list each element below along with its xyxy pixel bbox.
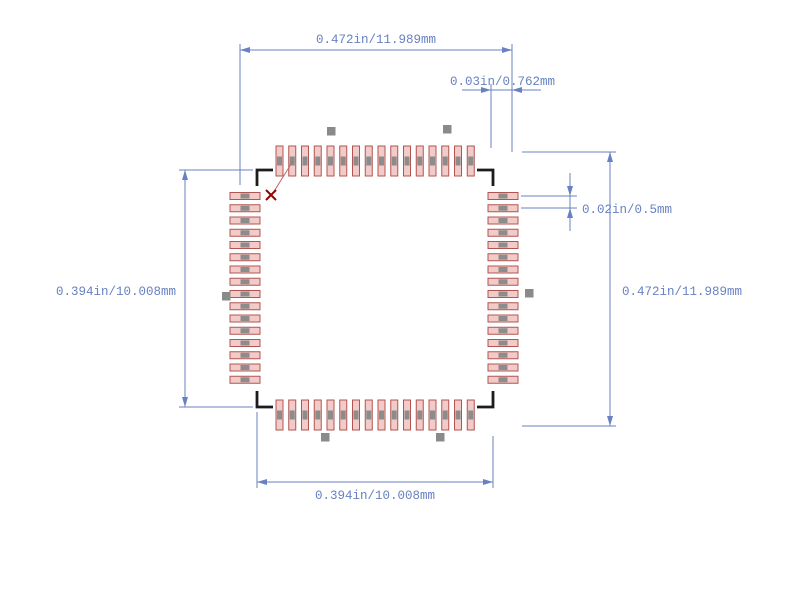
corner-bracket-bottom-right — [477, 391, 495, 409]
orientation-mark — [222, 292, 231, 301]
pad-center-mark — [498, 254, 508, 260]
pad-center-mark — [240, 303, 250, 309]
package-outline-corners — [255, 168, 495, 409]
pad-center-mark — [240, 352, 250, 358]
pad-center-mark — [353, 156, 359, 166]
orientation-mark — [436, 433, 445, 442]
pad-center-mark — [315, 156, 321, 166]
dimension-label-left-body: 0.394in/10.008mm — [56, 285, 176, 299]
pin1-leader-line — [272, 160, 294, 194]
pad-center-mark — [498, 230, 508, 236]
pad-center-mark — [340, 156, 346, 166]
dimension-left-body: 0.394in/10.008mm — [56, 169, 253, 408]
pad-center-mark — [498, 303, 508, 309]
pad-center-mark — [302, 156, 308, 166]
pad-center-mark — [240, 267, 250, 272]
pad-center-mark — [468, 156, 474, 166]
pad-center-mark — [240, 291, 250, 297]
corner-bracket-top-left — [255, 168, 273, 186]
pad-center-mark — [277, 410, 282, 420]
pad-center-mark — [289, 410, 295, 420]
corner-bracket-bottom-left — [255, 391, 273, 409]
pad-center-mark — [240, 328, 250, 334]
pad-center-mark — [240, 316, 250, 321]
pad-center-mark — [240, 254, 250, 260]
pad-center-mark — [498, 205, 508, 211]
dimension-label-top-span: 0.472in/11.989mm — [316, 33, 436, 47]
pad-center-mark — [498, 267, 508, 272]
pad-center-mark — [468, 410, 474, 420]
pad-center-mark — [277, 156, 282, 166]
dimension-label-bottom-body: 0.394in/10.008mm — [315, 489, 435, 503]
pad-arrays — [229, 145, 519, 431]
orientation-mark — [327, 127, 336, 136]
dimension-pad-to-edge: 0.03in/0.762mm — [450, 75, 555, 148]
pad-center-mark — [353, 410, 359, 420]
pad-center-mark — [240, 279, 250, 285]
pad-center-mark — [404, 156, 410, 166]
pad-center-mark — [391, 156, 397, 166]
pin1-marker-x-icon — [265, 189, 277, 201]
pad-center-mark — [240, 218, 250, 223]
pad-center-mark — [240, 205, 250, 211]
pad-center-mark — [430, 410, 435, 420]
pad-center-mark — [498, 328, 508, 334]
pad-center-mark — [240, 193, 250, 199]
pad-center-mark — [240, 365, 250, 370]
pad-center-mark — [455, 410, 461, 420]
orientation-mark — [525, 289, 534, 298]
orientation-mark — [321, 433, 330, 442]
pad-center-mark — [455, 156, 461, 166]
pad-center-mark — [442, 156, 448, 166]
pad-center-mark — [340, 410, 346, 420]
pad-center-mark — [417, 410, 423, 420]
pad-center-mark — [498, 279, 508, 285]
pad-center-mark — [379, 410, 384, 420]
dimension-label-pad-to-edge: 0.03in/0.762mm — [450, 75, 555, 89]
pad-center-mark — [289, 156, 295, 166]
pad-center-mark — [240, 242, 250, 248]
pad-center-mark — [498, 291, 508, 297]
pad-center-mark — [417, 156, 423, 166]
pad-center-mark — [366, 156, 372, 166]
pad-center-mark — [379, 156, 384, 166]
pad-center-mark — [391, 410, 397, 420]
pad-center-mark — [498, 377, 508, 383]
pad-center-mark — [240, 377, 250, 383]
pin1-marker — [265, 160, 294, 201]
pad-center-mark — [404, 410, 410, 420]
pad-center-mark — [498, 365, 508, 370]
pad-center-mark — [366, 410, 372, 420]
pad-center-mark — [302, 410, 308, 420]
pad-center-mark — [498, 193, 508, 199]
pad-center-mark — [240, 230, 250, 236]
dimension-pad-pitch: 0.02in/0.5mm — [521, 173, 672, 231]
dimension-label-pad-pitch: 0.02in/0.5mm — [582, 203, 672, 217]
dimension-bottom-body: 0.394in/10.008mm — [256, 412, 494, 503]
pad-center-mark — [498, 352, 508, 358]
pad-center-mark — [442, 410, 448, 420]
pad-center-mark — [328, 156, 333, 166]
pad-center-mark — [498, 242, 508, 248]
dimension-label-right-span: 0.472in/11.989mm — [622, 285, 742, 299]
pad-center-mark — [430, 156, 435, 166]
orientation-mark — [443, 125, 452, 134]
pad-center-mark — [498, 218, 508, 223]
corner-bracket-top-right — [477, 168, 495, 186]
dimension-top-span: 0.472in/11.989mm — [239, 33, 513, 185]
dimension-right-span: 0.472in/11.989mm — [522, 151, 742, 427]
pad-center-mark — [498, 316, 508, 321]
pad-center-mark — [328, 410, 333, 420]
pad-center-mark — [498, 340, 508, 346]
orientation-marks — [222, 125, 534, 442]
pad-center-mark — [240, 340, 250, 346]
pad-center-mark — [315, 410, 321, 420]
